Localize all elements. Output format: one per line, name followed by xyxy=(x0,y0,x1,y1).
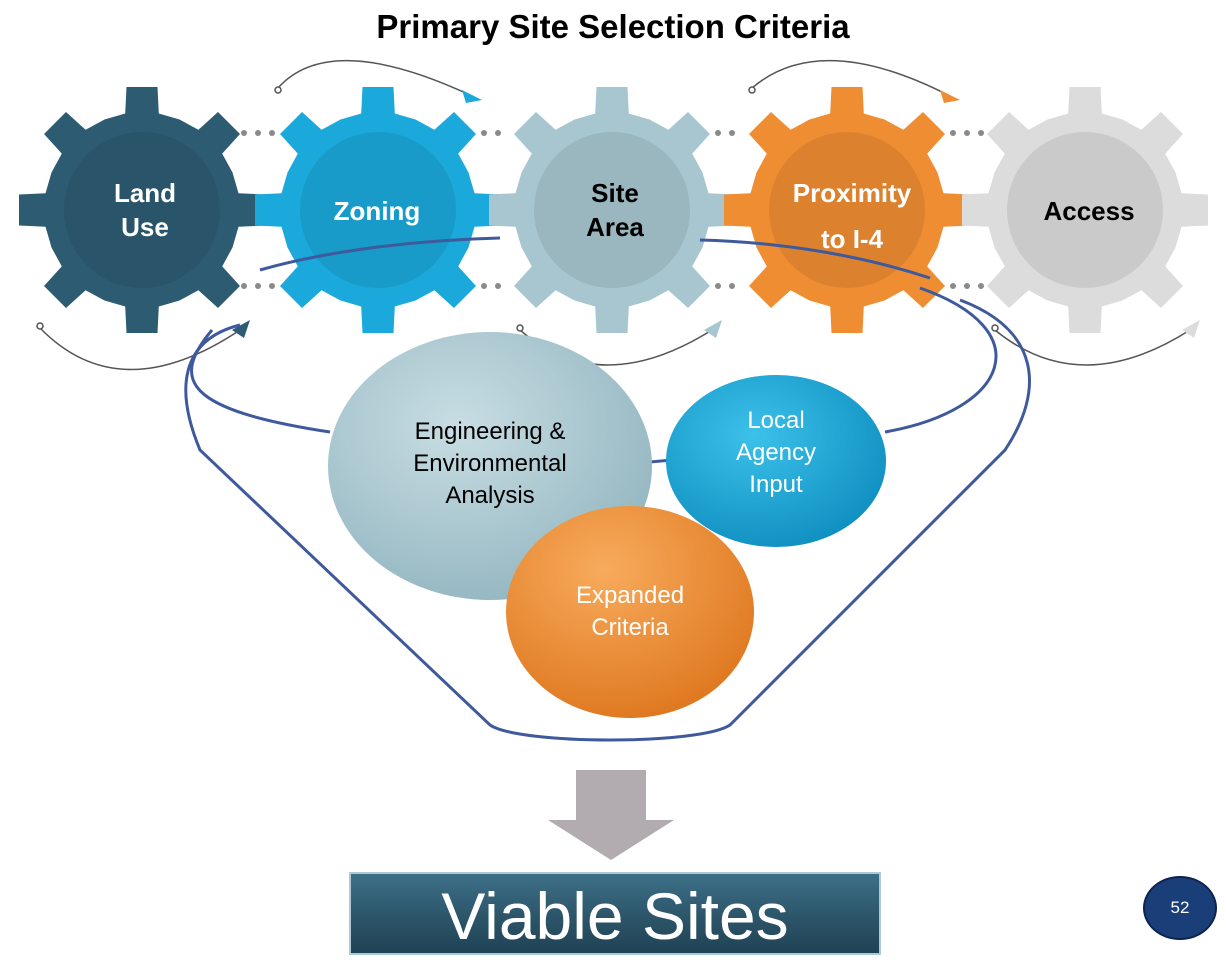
connector-dot xyxy=(481,283,487,289)
arc-arrow-top-1 xyxy=(277,59,471,96)
connector-dot xyxy=(964,283,970,289)
arrowhead-bottom-2 xyxy=(704,320,722,338)
local-agency-circle xyxy=(666,375,886,547)
down-arrow xyxy=(548,770,674,860)
connector-dot xyxy=(241,130,247,136)
connector-dot xyxy=(269,283,275,289)
connector-dot xyxy=(495,130,501,136)
engineering-label: Engineering & Environmental Analysis xyxy=(413,418,567,509)
connector-dot xyxy=(481,130,487,136)
funnel xyxy=(184,236,1031,742)
arrowhead-bottom-1 xyxy=(232,320,250,338)
connector-dot xyxy=(978,283,984,289)
arc-arrow-top-2 xyxy=(751,59,949,96)
arrowhead-top-1 xyxy=(462,90,482,103)
gear-label-access: Access xyxy=(1043,196,1135,226)
connector-dot xyxy=(950,130,956,136)
connector-dot xyxy=(715,283,721,289)
connector-dot xyxy=(269,130,275,136)
gear-row xyxy=(19,87,1208,333)
gear-hub-zoning xyxy=(300,132,456,288)
connector-dot xyxy=(255,283,261,289)
connector-dot xyxy=(715,130,721,136)
connector-dot xyxy=(495,283,501,289)
local-agency-label: Local Agency Input xyxy=(735,407,817,498)
connector-dot xyxy=(729,130,735,136)
expanded-label: Expanded Criteria xyxy=(575,582,685,641)
gear-hub-site-area xyxy=(534,132,690,288)
page-number-badge: 52 xyxy=(1143,876,1217,940)
connector-dot xyxy=(729,283,735,289)
expanded-criteria-circle xyxy=(506,506,754,718)
gear-hub-access xyxy=(1007,132,1163,288)
arrowhead-top-2 xyxy=(940,90,960,103)
arc-arrow-bottom-3 xyxy=(994,329,1191,366)
connector-dot xyxy=(964,130,970,136)
connector-dot xyxy=(255,130,261,136)
page-title: Primary Site Selection Criteria xyxy=(376,8,850,45)
connector-dot xyxy=(978,130,984,136)
connector-dot xyxy=(241,283,247,289)
connector-dot xyxy=(950,283,956,289)
gear-hub-land-use xyxy=(64,132,220,288)
viable-sites-box: Viable Sites xyxy=(349,872,881,955)
arrowhead-bottom-3 xyxy=(1182,320,1200,338)
arc-arrow-bottom-1 xyxy=(39,327,241,371)
gear-label-zoning: Zoning xyxy=(333,196,421,226)
